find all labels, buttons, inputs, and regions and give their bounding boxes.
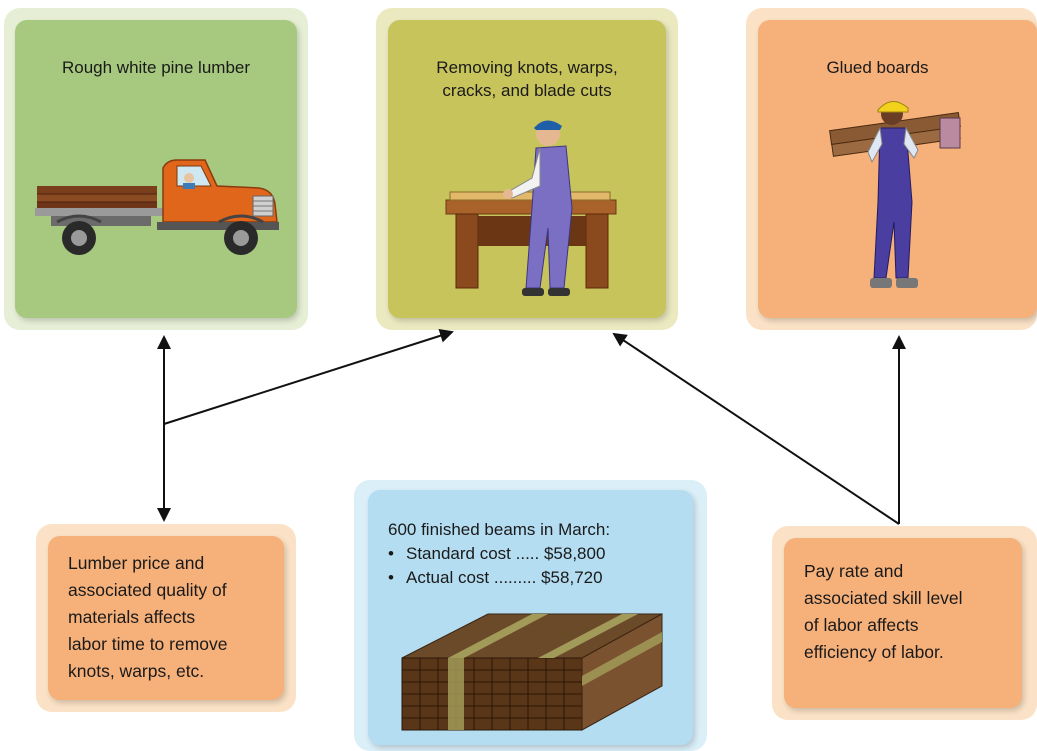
removing-panel: Removing knots, warps, cracks, and blade… — [388, 20, 666, 318]
truck-illustration — [35, 159, 279, 255]
bullet: • — [388, 568, 394, 587]
pay-rate-note: Pay rate and associated skill level of l… — [784, 538, 1022, 708]
worker-at-bench-illustration — [445, 120, 617, 296]
lumber-panel-title: Rough white pine lumber — [61, 58, 251, 77]
lumber-price-note: Lumber price and associated quality of m… — [48, 536, 284, 700]
lumber-price-note-line: labor time to remove — [68, 634, 228, 654]
pay-rate-note-line: of labor affects — [804, 615, 919, 635]
summary-item-standard: • Standard cost ..... $58,800 — [388, 542, 610, 566]
removing-panel-title-line2: cracks, and blade cuts — [442, 81, 612, 100]
summary-heading: 600 finished beams in March: — [388, 520, 611, 539]
glued-panel: Glued boards — [758, 20, 1037, 318]
lumber-price-note-line: Lumber price and — [68, 553, 205, 573]
lumber-price-note-line: associated quality of — [68, 580, 227, 600]
lumber-price-note-line: materials affects — [68, 607, 196, 627]
lumber-stack-illustration — [401, 613, 663, 731]
glued-panel-title: Glued boards — [826, 58, 929, 77]
summary-text: 600 finished beams in March: • Standard c… — [388, 518, 610, 590]
pay-rate-note-line: associated skill level — [804, 588, 963, 608]
standard-cost: Standard cost ..... $58,800 — [406, 544, 606, 563]
bullet: • — [388, 544, 394, 563]
lumber-price-note-line: knots, warps, etc. — [68, 661, 205, 681]
pay-rate-note-text: Pay rate and associated skill level of l… — [804, 558, 963, 666]
worker-carrying-boards-illustration — [829, 101, 961, 288]
pay-rate-note-line: Pay rate and — [804, 561, 904, 581]
actual-cost: Actual cost ......... $58,720 — [406, 568, 603, 587]
summary-panel: 600 finished beams in March: • Standard c… — [368, 490, 693, 745]
arrow-lumber-to-removing — [163, 328, 454, 425]
removing-panel-title-line1: Removing knots, warps, — [436, 58, 618, 77]
summary-item-actual: • Actual cost ......... $58,720 — [388, 566, 610, 590]
lumber-panel: Rough white pine lumber — [15, 20, 297, 318]
pay-rate-note-line: efficiency of labor. — [804, 642, 944, 662]
lumber-price-note-text: Lumber price and associated quality of m… — [68, 550, 228, 685]
